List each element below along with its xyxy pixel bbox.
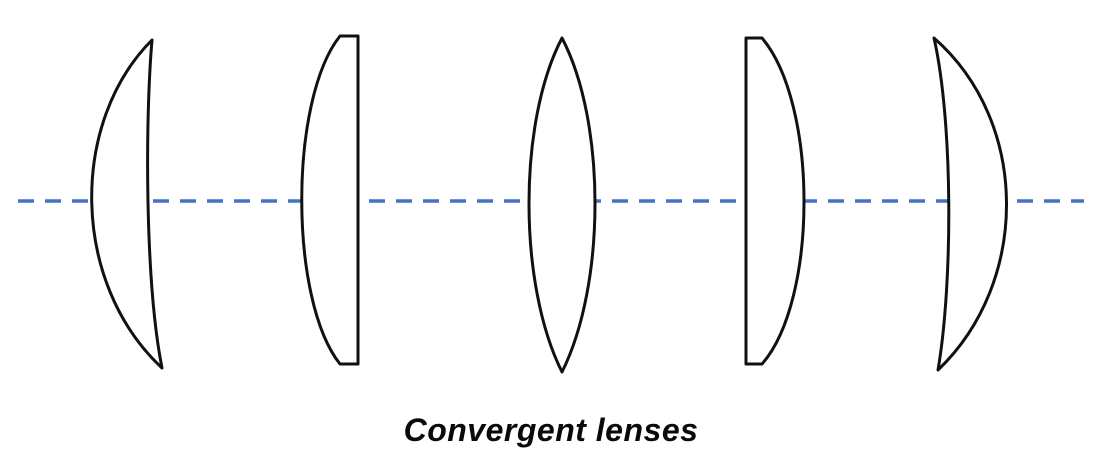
diagram-caption: Convergent lenses: [403, 412, 699, 448]
biconvex-lens-icon: [527, 36, 597, 374]
positive-meniscus-lens-curved-right-icon: [932, 36, 1008, 372]
plano-convex-lens-flat-left-icon: [744, 36, 806, 366]
positive-meniscus-lens-curved-left-icon: [90, 38, 164, 370]
plano-convex-lens-flat-right-icon: [300, 34, 360, 366]
